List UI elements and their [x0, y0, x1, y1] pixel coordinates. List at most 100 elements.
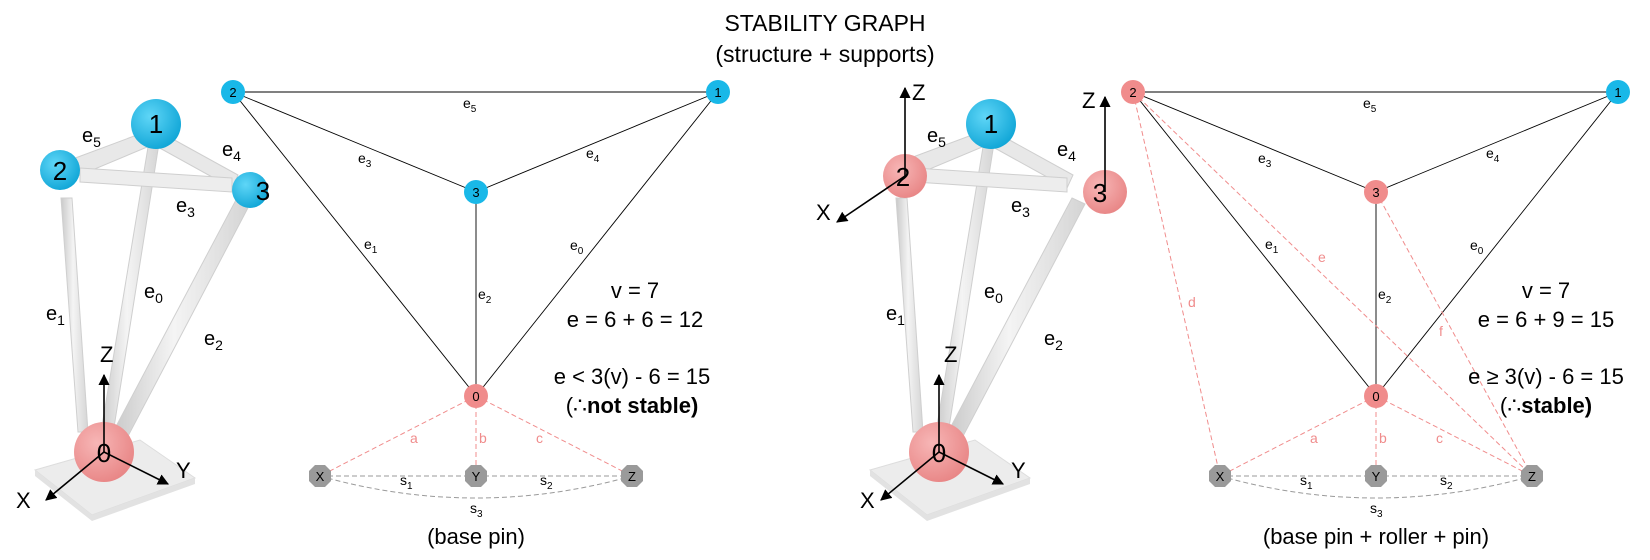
graph-label-e0-sub: 0 [1478, 246, 1484, 257]
model-label-e0-main: e [984, 281, 995, 303]
graph-support-node-y-label: Y [1372, 469, 1381, 484]
model-node-1 [131, 99, 181, 149]
graph-node-1-label: 1 [714, 85, 721, 100]
model-edge-labels: e5 e4 e3 e1 e0 e2 [886, 125, 1076, 353]
model-node-3 [232, 172, 268, 208]
node-2-axis-x-label: X [816, 200, 831, 225]
bar-e3 [79, 167, 233, 193]
base-plate-side [870, 470, 1030, 521]
axis-y-label: Y [1011, 458, 1026, 483]
graph-label-e2: e2 [1378, 286, 1392, 306]
graph-node-2-label: 2 [229, 85, 236, 100]
model-label-e5: e5 [82, 125, 101, 150]
model-node-1-label: 1 [984, 109, 998, 139]
graph-label-c: c [1436, 430, 1443, 446]
graph-node-0-label: 0 [472, 389, 479, 404]
graph-label-e5-main: e [463, 95, 471, 111]
graph-label-e4-main: e [1486, 145, 1494, 161]
title-block: STABILITY GRAPH (structure + supports) [0, 8, 1650, 70]
graph-support-node-x-label: X [316, 469, 325, 484]
axis-y-line [103, 451, 170, 485]
graph-label-s3-main: s [470, 500, 477, 516]
node-3-support-axes: Z [1082, 88, 1111, 192]
graph-node-1 [706, 80, 730, 104]
left-caption: (base pin) [427, 524, 525, 549]
graph-label-e5-main: e [1363, 95, 1371, 111]
graph-edge-e0 [1375, 91, 1619, 397]
right-structure-model: 1 2 3 0 e5 e4 e3 e1 e0 e2 Z Y X Z X Z [816, 80, 1127, 521]
bar-e2 [946, 197, 1086, 441]
graph-edge-e1 [232, 91, 477, 397]
graph-label-s1-main: s [400, 472, 407, 488]
graph-label-s2-sub: 2 [547, 481, 553, 492]
axis-y-label: Y [176, 458, 191, 483]
graph-label-e1: e1 [364, 236, 378, 256]
axis-x-label: X [16, 488, 31, 513]
node-2-axis-z-label: Z [912, 80, 925, 105]
model-label-e3-sub: 3 [187, 204, 195, 220]
graph-label-e1-sub: 1 [372, 245, 378, 256]
right-result-line: (∴stable) [1500, 393, 1592, 418]
graph-label-e2: e2 [478, 286, 492, 306]
graph-support-edge-a [319, 395, 477, 477]
graph-support-edge-c [475, 395, 633, 477]
graph-label-e5-sub: 5 [1371, 104, 1377, 115]
left-result-prefix: (∴ [566, 393, 587, 418]
model-label-e4-main: e [222, 139, 233, 161]
graph-label-b: b [479, 430, 487, 446]
right-result-prefix: (∴ [1500, 393, 1521, 418]
model-label-e1-main: e [886, 303, 897, 325]
graph-label-e0-sub: 0 [578, 246, 584, 257]
diagram-title: STABILITY GRAPH [724, 10, 926, 36]
graph-label-s1: s1 [400, 472, 413, 492]
axis-z-label: Z [100, 342, 113, 367]
graph-label-c: c [536, 430, 543, 446]
graph-label-e3-main: e [358, 150, 366, 166]
right-equations: v = 7 e = 6 + 9 = 15 e ≥ 3(v) - 6 = 15 (… [1468, 278, 1624, 418]
model-label-e4-main: e [1057, 139, 1068, 161]
graph-support-node-x [309, 465, 331, 487]
model-label-e3-main: e [1011, 195, 1022, 217]
graph-label-e3-sub: 3 [366, 159, 372, 170]
model-node-1-label: 1 [149, 109, 163, 139]
model-label-e1-sub: 1 [897, 312, 905, 328]
graph-label-e3: e3 [358, 150, 372, 170]
model-label-e3-main: e [176, 195, 187, 217]
node-2-axis-x-line [836, 175, 906, 223]
graph-label-s1: s1 [1300, 472, 1313, 492]
graph-support-node-z [621, 465, 643, 487]
graph-label-f: f [1439, 323, 1443, 339]
graph-label-e4-main: e [586, 145, 594, 161]
graph-label-e2-main: e [478, 286, 486, 302]
graph-label-s3-main: s [1370, 500, 1377, 516]
model-node-3-label: 3 [1093, 178, 1107, 208]
graph-support-node-y-label: Y [472, 469, 481, 484]
graph-label-a: a [1310, 430, 1318, 446]
graph-label-e4: e4 [1486, 145, 1500, 165]
model-label-e2-main: e [204, 328, 215, 350]
model-label-e4: e4 [222, 139, 241, 164]
graph-edge-e0 [475, 91, 719, 397]
model-label-e5-sub: 5 [93, 134, 101, 150]
graph-label-s2: s2 [1440, 472, 1453, 492]
model-label-e4: e4 [1057, 139, 1076, 164]
left-e-line: e = 6 + 6 = 12 [567, 307, 703, 332]
graph-label-e4-sub: 4 [1494, 154, 1500, 165]
axis-x-label: X [860, 488, 875, 513]
model-label-e4-sub: 4 [1068, 148, 1076, 164]
graph-label-e3: e3 [1258, 150, 1272, 170]
right-condition-line: e ≥ 3(v) - 6 = 15 [1468, 364, 1624, 389]
right-e-line: e = 6 + 9 = 15 [1478, 307, 1614, 332]
node-2-support-axes: Z X [816, 80, 925, 225]
graph-support-edge-a [1219, 395, 1377, 477]
graph-label-e5: e5 [463, 95, 477, 115]
graph-label-e0-main: e [1470, 237, 1478, 253]
graph-label-s3: s3 [470, 500, 483, 520]
graph-node-1 [1606, 80, 1630, 104]
axis-y-line [938, 451, 1005, 485]
model-label-e2-sub: 2 [1055, 337, 1063, 353]
graph-edge-e4 [475, 91, 719, 193]
graph-label-s2: s2 [540, 472, 553, 492]
graph-edge-e4 [1375, 91, 1619, 193]
